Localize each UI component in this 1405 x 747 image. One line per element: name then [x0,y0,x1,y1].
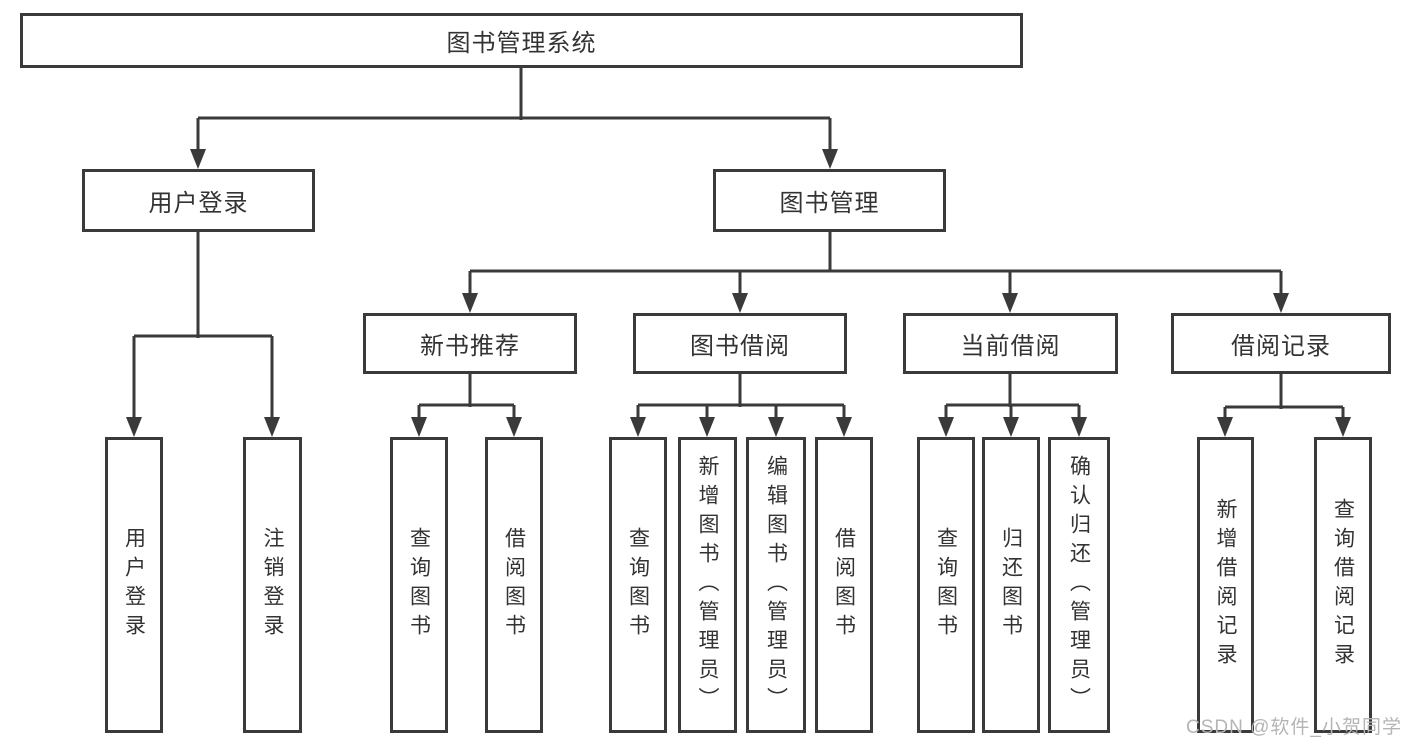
node-borrow-records-label: 借阅记录 [1231,333,1331,360]
node-current-borrow: 当前借阅 [903,313,1118,374]
leaf-borrow-edit-admin: 编辑图书（管理员） [746,437,806,733]
leaf-borrow-edit-admin-label: 编辑图书（管理员） [764,454,788,716]
node-user-login: 用户登录 [82,169,315,232]
leaf-current-return: 归还图书 [982,437,1040,733]
leaf-newbook-borrow: 借阅图书 [485,437,543,733]
leaf-newbook-query: 查询图书 [390,437,448,733]
csdn-watermark: CSDN @软件_小贺同学 [1186,717,1402,738]
node-new-book-recommend: 新书推荐 [363,313,577,374]
leaf-current-return-label: 归还图书 [999,527,1023,643]
leaf-current-query: 查询图书 [917,437,975,733]
node-new-book-recommend-label: 新书推荐 [420,333,520,360]
node-root-label: 图书管理系统 [446,30,597,57]
leaf-newbook-borrow-label: 借阅图书 [502,527,526,643]
leaf-borrow-borrow-label: 借阅图书 [832,527,856,643]
leaf-borrow-add-admin: 新增图书（管理员） [678,437,737,733]
node-borrow-records: 借阅记录 [1171,313,1391,374]
leaf-current-query-label: 查询图书 [934,527,958,643]
leaf-logout-label: 注销登录 [261,527,284,643]
leaf-user-login: 用户登录 [105,437,163,733]
leaf-records-add: 新增借阅记录 [1197,437,1254,733]
leaf-records-query-label: 查询借阅记录 [1331,498,1355,672]
leaf-current-confirm-admin: 确认归还（管理员） [1048,437,1110,733]
leaf-user-login-label: 用户登录 [122,527,146,643]
node-book-borrow: 图书借阅 [633,313,847,374]
leaf-records-add-label: 新增借阅记录 [1214,498,1237,672]
leaf-borrow-add-admin-label: 新增图书（管理员） [696,454,719,716]
leaf-borrow-query-label: 查询图书 [626,527,650,643]
node-user-login-label: 用户登录 [148,190,249,217]
leaf-newbook-query-label: 查询图书 [407,527,431,643]
node-current-borrow-label: 当前借阅 [960,333,1061,360]
arrowhead-icon [126,149,1351,437]
node-root: 图书管理系统 [20,13,1023,68]
leaf-records-query: 查询借阅记录 [1314,437,1372,733]
node-book-management: 图书管理 [713,169,946,232]
connector-line [132,68,1345,422]
leaf-current-confirm-admin-label: 确认归还（管理员） [1067,454,1091,716]
leaf-logout: 注销登录 [243,437,302,733]
node-book-management-label: 图书管理 [779,190,880,217]
leaf-borrow-query: 查询图书 [609,437,667,733]
leaf-borrow-borrow: 借阅图书 [815,437,873,733]
node-book-borrow-label: 图书借阅 [690,333,790,360]
